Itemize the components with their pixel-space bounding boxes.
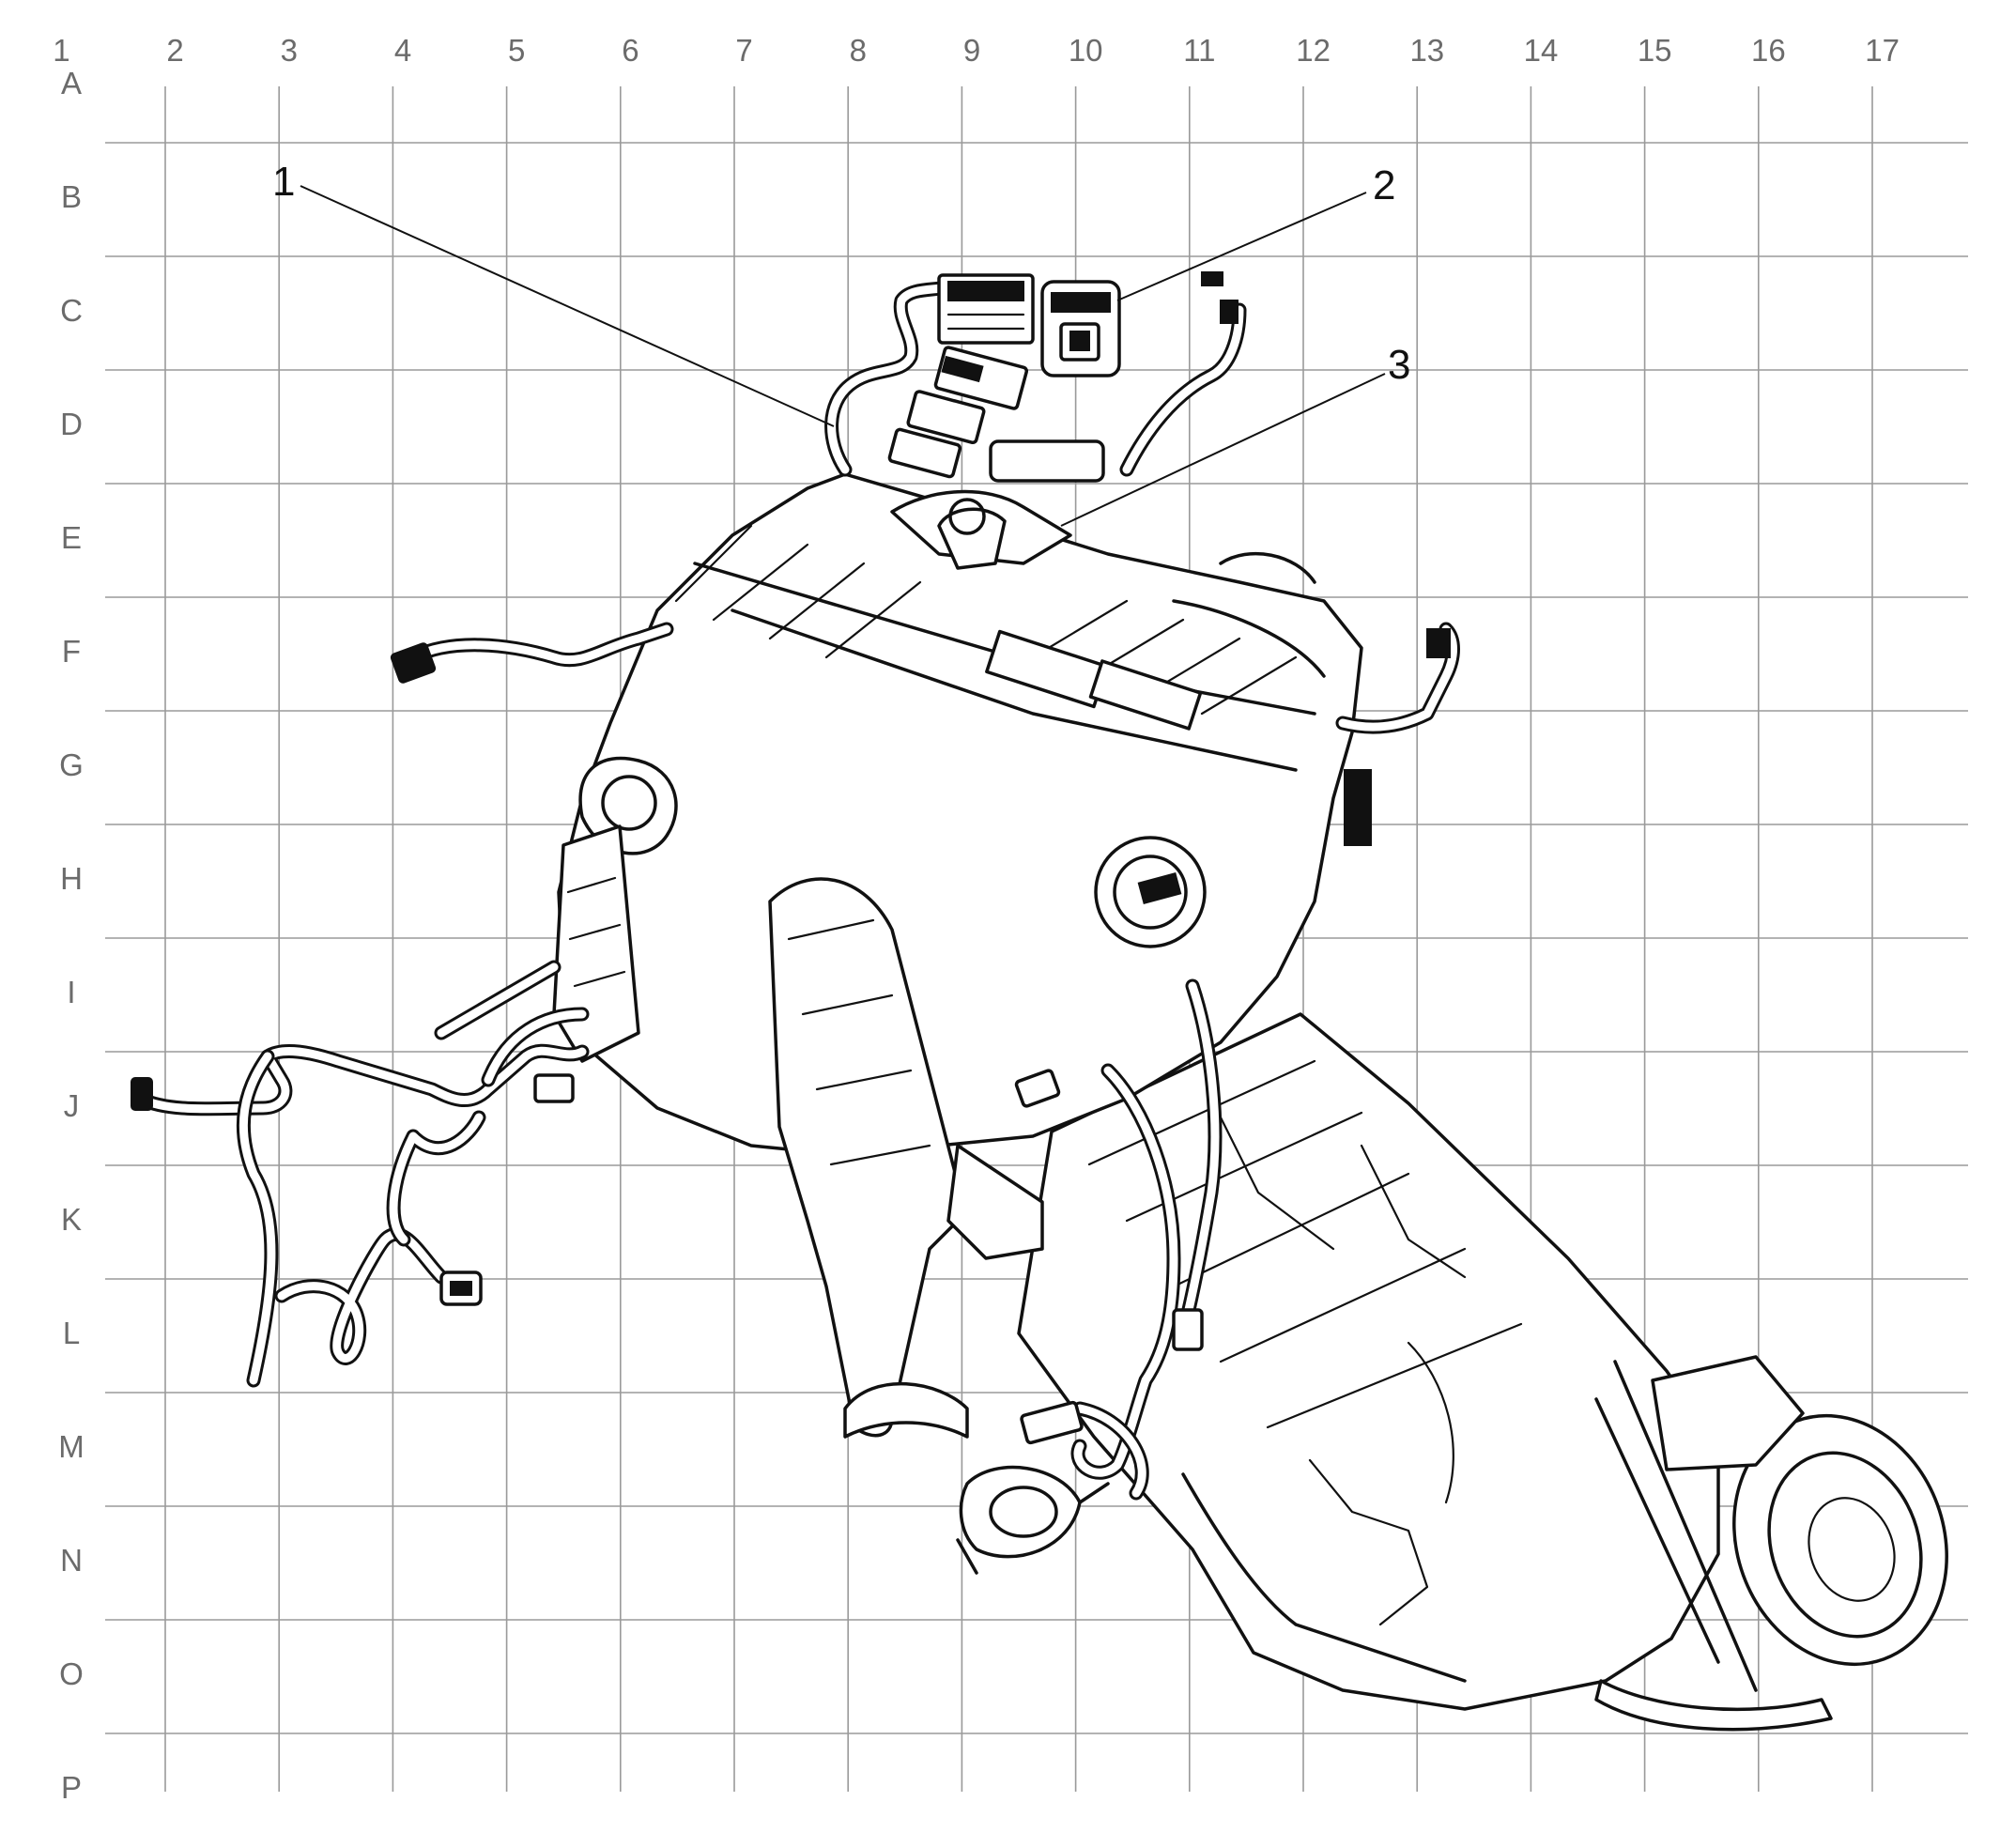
column-label: 17 [1865, 33, 1900, 68]
column-label: 1 [53, 33, 69, 68]
row-label: M [58, 1429, 85, 1464]
column-label: 6 [622, 33, 638, 68]
column-label: 2 [166, 33, 183, 68]
row-label: C [60, 293, 83, 328]
column-label: 3 [281, 33, 298, 68]
column-label: 13 [1409, 33, 1444, 68]
column-label: 11 [1183, 33, 1215, 68]
leader-line-2 [1116, 192, 1367, 301]
column-label: 16 [1751, 33, 1786, 68]
column-label: 7 [735, 33, 752, 68]
row-label: A [61, 66, 82, 100]
row-label: B [61, 179, 82, 214]
callout-3-label: 3 [1388, 342, 1410, 388]
row-label: O [59, 1656, 84, 1691]
leader-line-3 [1060, 373, 1386, 527]
column-label: 15 [1638, 33, 1672, 68]
wiring-harness-icon [133, 279, 1460, 1501]
column-label: 4 [394, 33, 411, 68]
row-label: G [59, 747, 84, 782]
engine-transmission-artwork [131, 271, 1948, 1732]
row-labels: A B C D E F G H I J K L M N O P [58, 66, 85, 1805]
column-label: 12 [1296, 33, 1331, 68]
row-label: H [60, 861, 83, 896]
row-label: E [61, 520, 82, 555]
row-label: K [61, 1202, 82, 1237]
row-label: F [62, 634, 81, 669]
column-label: 9 [963, 33, 980, 68]
row-label: L [63, 1316, 80, 1350]
engine-block-icon [552, 472, 1363, 1575]
column-label: 14 [1524, 33, 1559, 68]
row-label: J [64, 1088, 80, 1123]
transmission-icon [1017, 1012, 1948, 1732]
row-label: P [61, 1770, 82, 1805]
callouts: 1 2 3 [272, 159, 1410, 527]
column-label: 10 [1069, 33, 1103, 68]
leader-line-1 [300, 185, 835, 427]
callout-2-label: 2 [1373, 162, 1395, 208]
column-label: 5 [508, 33, 525, 68]
column-label: 8 [850, 33, 867, 68]
row-label: I [67, 975, 75, 1009]
row-label: N [60, 1543, 83, 1578]
connector-icon [131, 271, 1451, 1445]
row-label: D [60, 407, 83, 441]
callout-1-label: 1 [272, 159, 295, 205]
